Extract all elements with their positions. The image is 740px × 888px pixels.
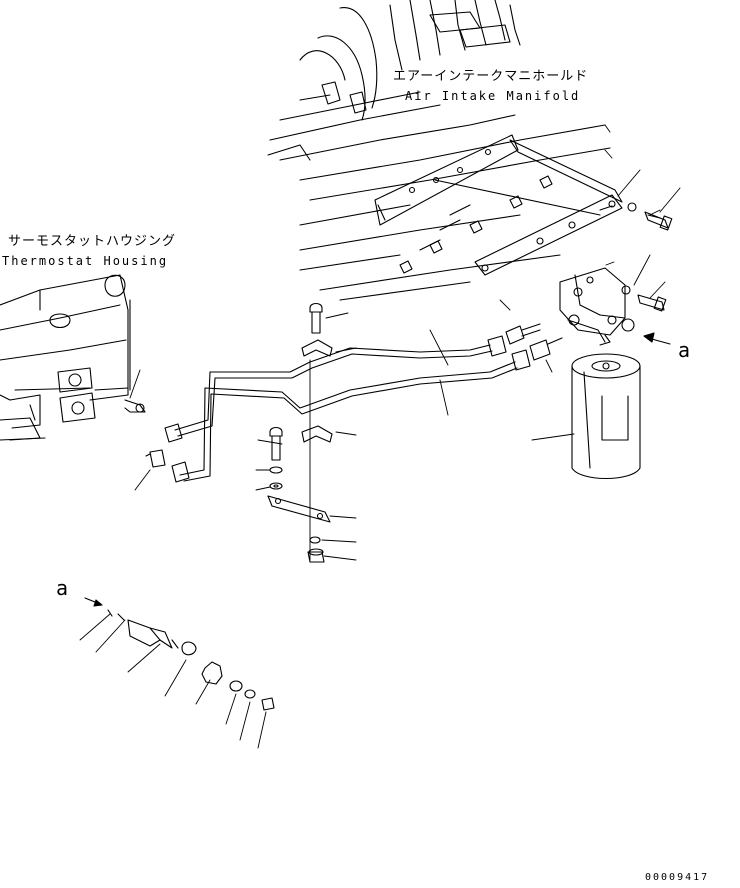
bolt-upper-right [627,202,673,231]
bolt-lower-right [621,285,667,312]
clamp-upper [301,339,333,357]
bolt-center-lower [269,426,283,461]
connector-upper-right [505,323,541,345]
view-a-label-left: a [56,576,69,600]
drawing-code-label: 00009417 [645,872,710,883]
engine-block-outline [267,0,611,301]
connector-lower-right [529,337,563,361]
filter-cartridge [571,353,641,480]
bolt-center-top [309,302,323,334]
leader-lines [79,124,681,749]
oil-tubes [164,335,531,483]
clamp-plate [267,495,331,523]
view-arrow-a-right [643,332,671,345]
air-intake-manifold-en-label: Air Intake Manifold [405,89,581,103]
mounting-bracket [434,139,623,276]
washer-center [269,466,283,490]
elbow-thermostat [124,399,146,413]
detail-view-a [84,597,275,711]
view-a-label-right: a [678,338,691,362]
filter-head [559,267,635,346]
thermostat-housing [0,274,131,441]
connector-left [145,449,166,468]
thermostat-housing-en-label: Thermostat Housing [2,254,169,268]
clamp-lower [301,425,333,443]
thermostat-housing-jp-label: サーモスタットハウジング [8,234,177,249]
air-intake-manifold-jp-label: エアーインテークマニホールド [393,69,589,84]
